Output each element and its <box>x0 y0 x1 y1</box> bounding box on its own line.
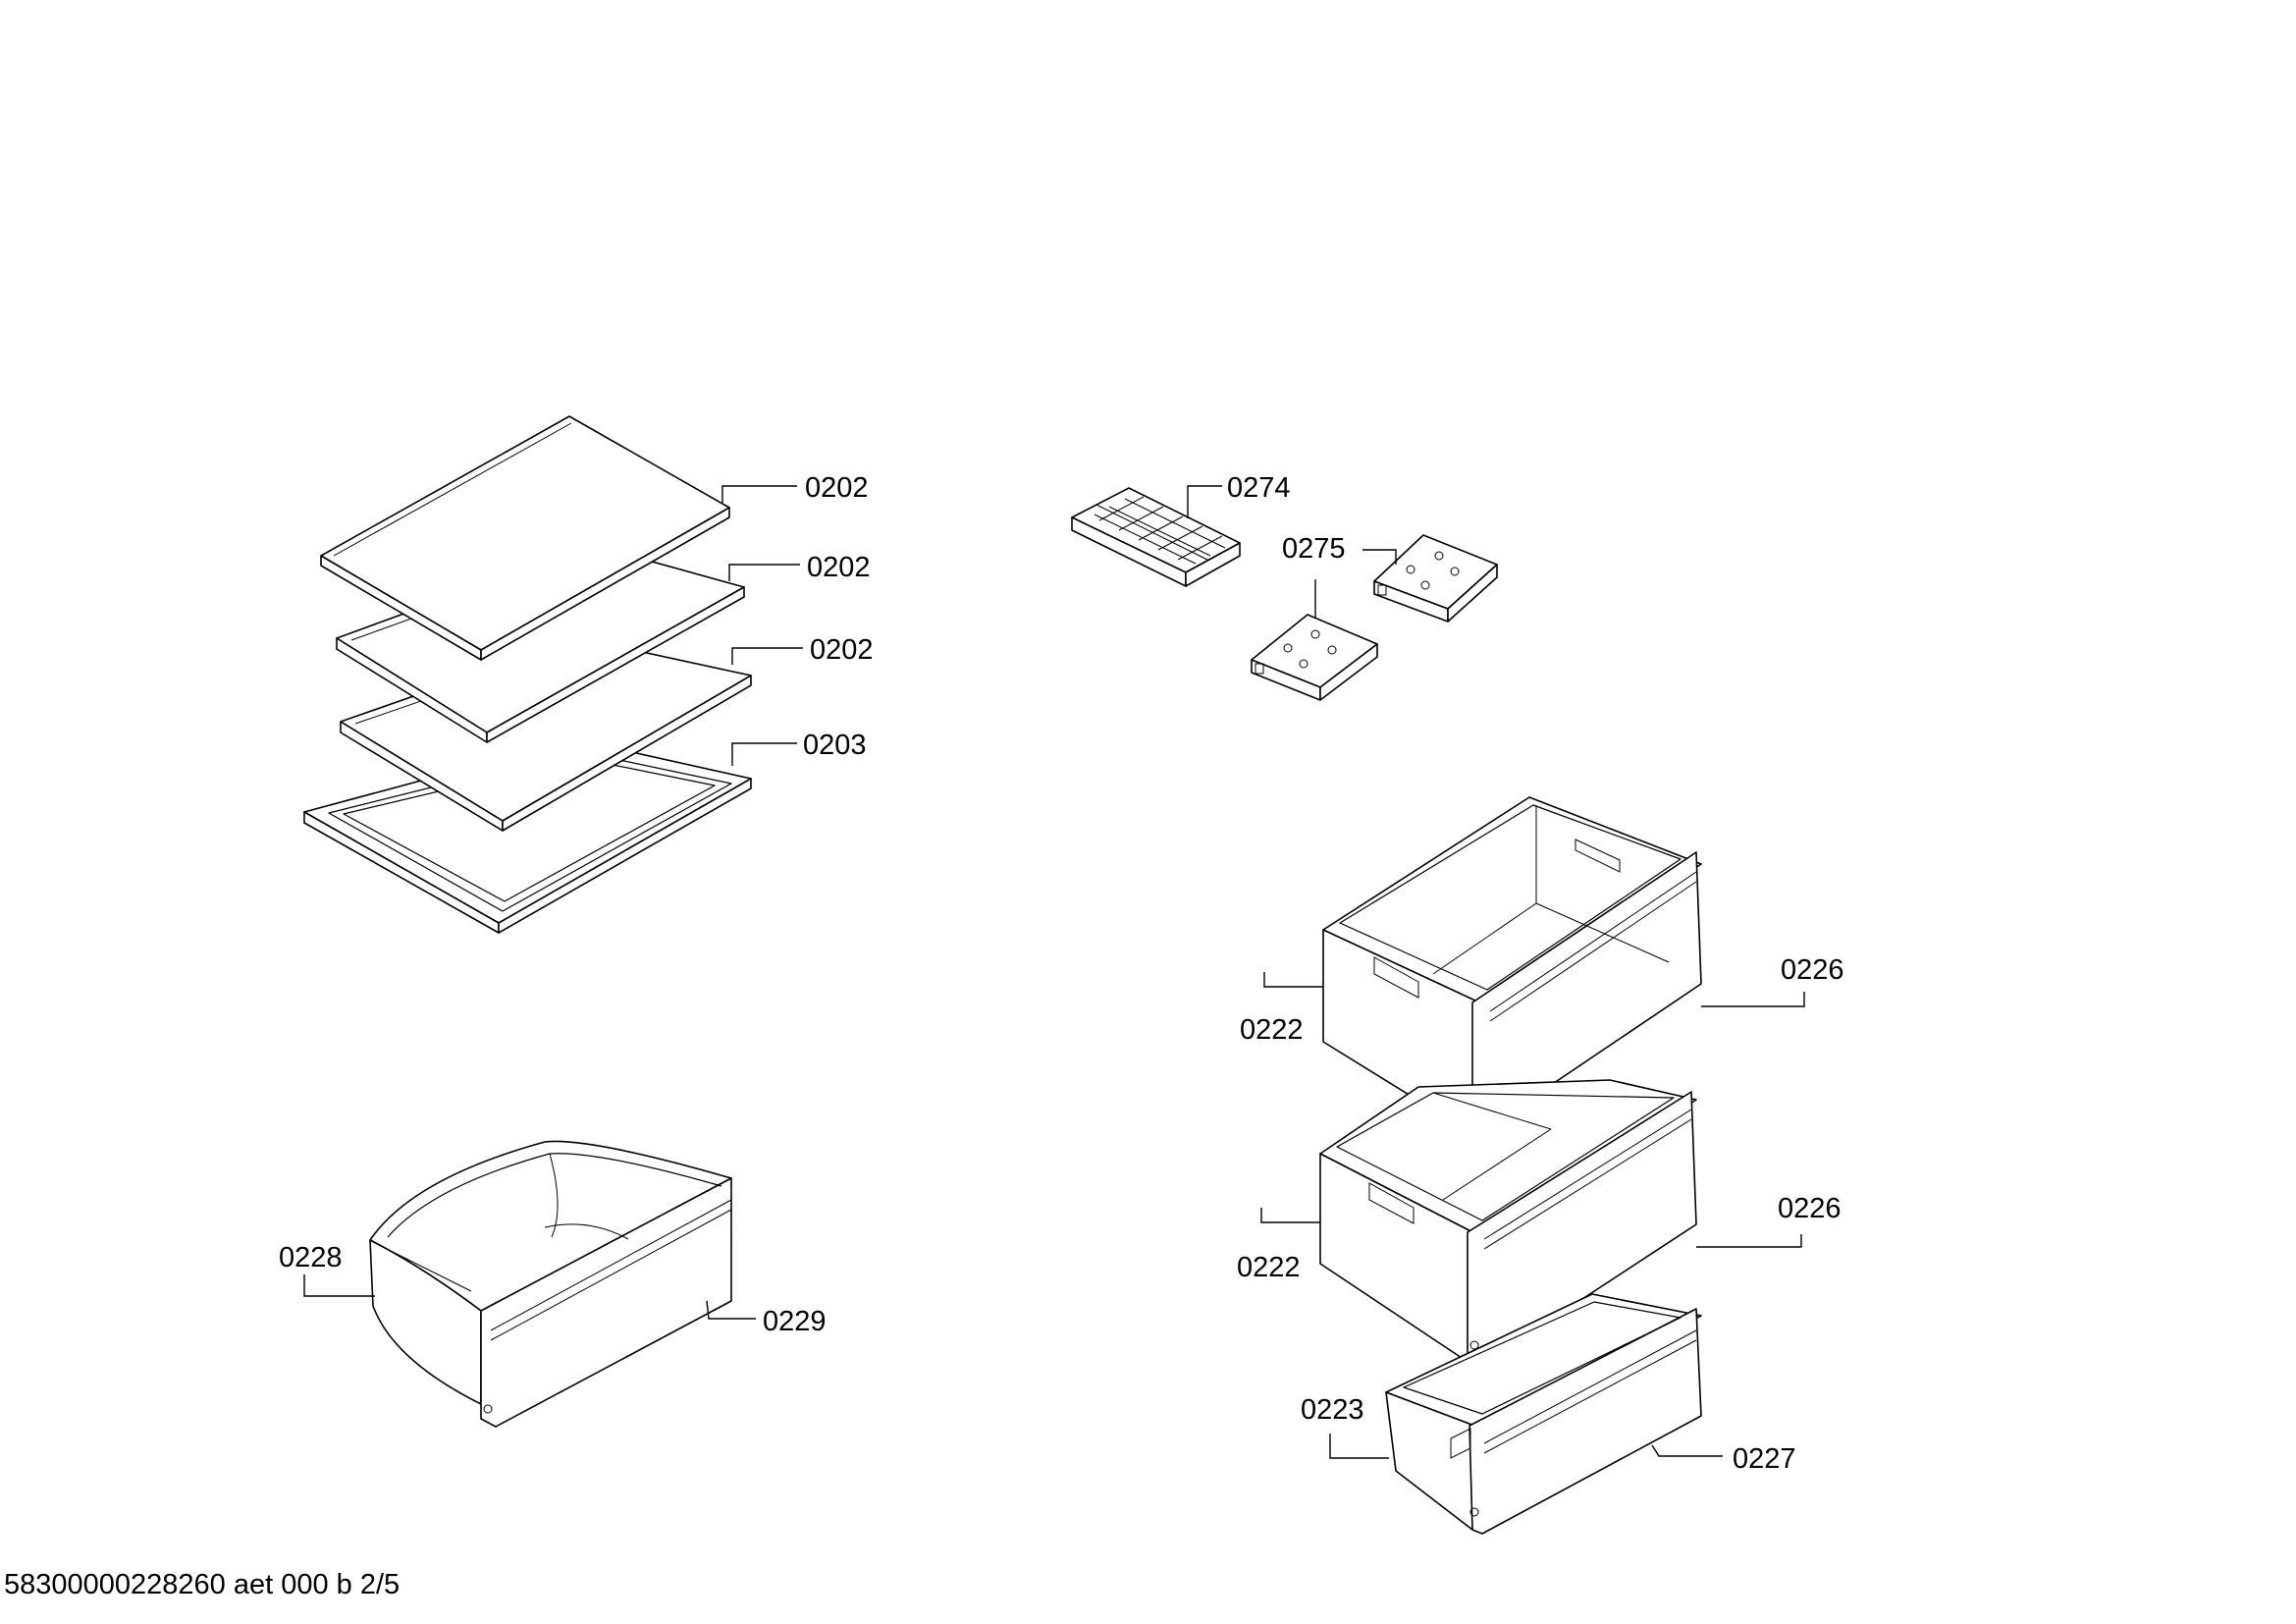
shelf-second-part <box>336 544 745 743</box>
cold-pack-right-part <box>1373 534 1498 623</box>
crisper-side-leader <box>303 1274 375 1297</box>
shelf-third-part <box>340 637 752 832</box>
shelf-leaders <box>721 485 803 766</box>
callout-0203-frame: 0203 <box>803 730 867 761</box>
drawer-mid-front-leader <box>1696 1234 1802 1248</box>
drawer-low-front-leader <box>1651 1444 1723 1457</box>
freezer-drawer-mid-part <box>1319 1079 1697 1371</box>
callout-0274-ice-tray: 0274 <box>1227 472 1291 504</box>
shelf-top-part <box>320 415 730 661</box>
ice-tray-part <box>1071 487 1241 587</box>
callout-0275-cold-pack: 0275 <box>1282 533 1346 565</box>
callout-0226-top: 0226 <box>1781 954 1844 986</box>
freezer-drawer-low-part <box>1385 1293 1702 1535</box>
drawer-top-front-leader <box>1701 992 1805 1007</box>
callout-0227-low: 0227 <box>1733 1443 1796 1475</box>
drawer-top-side-leader <box>1263 972 1323 988</box>
callout-0202-second: 0202 <box>807 552 871 583</box>
callout-0222-top: 0222 <box>1240 1014 1304 1046</box>
callout-0229-crisper: 0229 <box>763 1306 827 1337</box>
callout-0202-top: 0202 <box>805 472 869 504</box>
shelf-frame-part <box>303 738 752 934</box>
cold-pack-leader-right <box>1362 549 1397 565</box>
crisper-front-leader <box>706 1300 756 1320</box>
drawer-low-side-leader <box>1329 1434 1389 1459</box>
document-code: 58300000228260 aet 000 b 2/5 <box>4 1569 400 1600</box>
callout-0226-mid: 0226 <box>1778 1193 1842 1224</box>
callout-0222-mid: 0222 <box>1237 1252 1301 1283</box>
drawer-mid-side-leader <box>1260 1208 1320 1223</box>
callout-0228-crisper: 0228 <box>279 1242 343 1273</box>
callout-0223-low: 0223 <box>1301 1394 1364 1426</box>
ice-tray-leader <box>1187 485 1222 518</box>
crisper-bin-part <box>369 1140 732 1428</box>
callout-0202-third: 0202 <box>810 634 874 666</box>
cold-pack-left-part <box>1251 614 1378 701</box>
